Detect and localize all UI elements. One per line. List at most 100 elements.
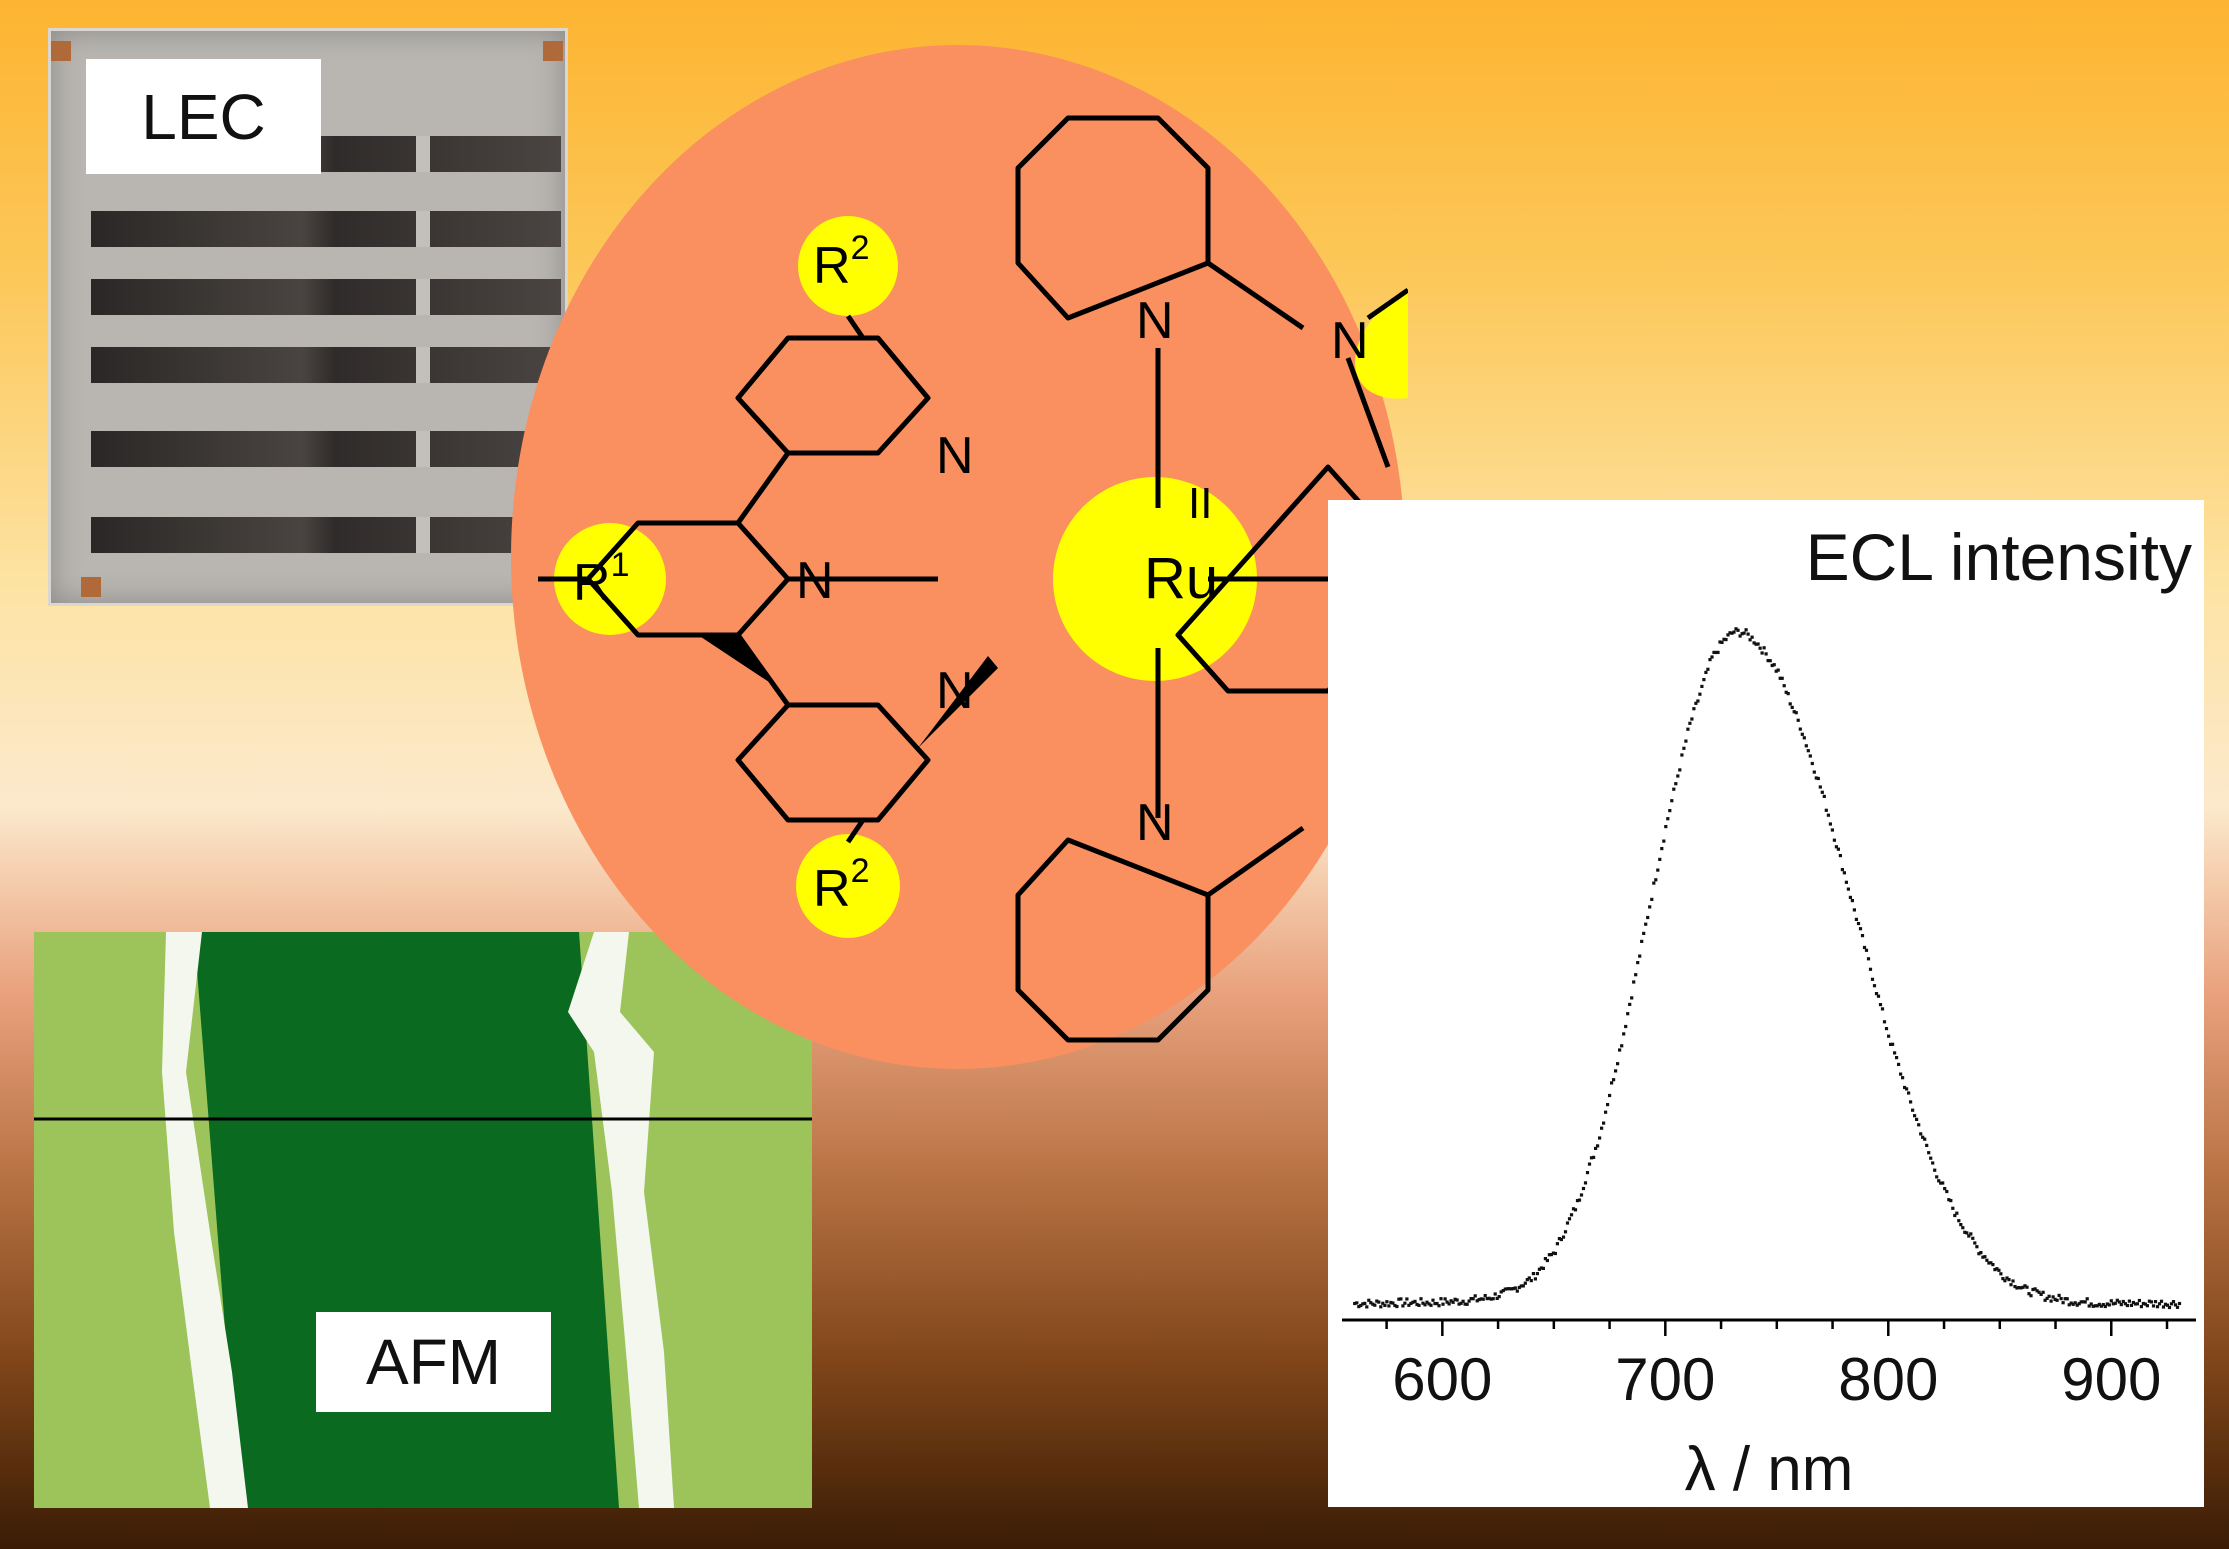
spectrum-point [1826, 813, 1830, 817]
afm-image: AFM [34, 932, 812, 1508]
spectrum-point [1957, 1219, 1961, 1223]
spectrum-point [2063, 1297, 2067, 1301]
spectrum-point [1577, 1198, 1582, 1202]
spectrum-point [1893, 1051, 1897, 1055]
spectrum-point [1702, 678, 1706, 682]
spectrum-point [1459, 1301, 1463, 1305]
spectrum-point [1375, 1299, 1379, 1303]
spectrum-point [1525, 1278, 1529, 1282]
spectrum-point [1937, 1179, 1941, 1183]
spectrum-point [1373, 1303, 1377, 1307]
spectrum-point [1880, 1007, 1885, 1011]
spectrum-point [2055, 1298, 2059, 1302]
spectrum-point [1640, 939, 1644, 943]
spectrum-point [1379, 1305, 1383, 1309]
spectrum-point [1608, 1093, 1612, 1098]
spectrum-point [2171, 1300, 2176, 1304]
spectrum-point [2045, 1296, 2049, 1300]
spectrum-point [2109, 1299, 2113, 1303]
spectrum-point [1517, 1285, 1521, 1290]
spectrum-point [1792, 710, 1796, 714]
afm-label: AFM [316, 1312, 551, 1412]
spectrum-point [1678, 768, 1682, 772]
spectrum-point [1770, 663, 1774, 668]
spectrum-point [1395, 1304, 1399, 1309]
spectrum-point [1543, 1257, 1547, 1261]
spectrum-point [1361, 1302, 1365, 1306]
spectrum-point [2153, 1300, 2158, 1304]
spectrum-point [1598, 1136, 1602, 1140]
spectrum-point [2033, 1287, 2037, 1291]
spectrum-point [2069, 1301, 2073, 1305]
spectrum-point [2041, 1290, 2045, 1294]
spectrum-point [1596, 1144, 1600, 1148]
x-tick-label: 900 [2061, 1346, 2161, 1413]
spectrum-point [1363, 1301, 1367, 1305]
spectrum-point [1600, 1126, 1604, 1130]
spectrum-point [1762, 646, 1766, 650]
spectrum-point [2145, 1304, 2149, 1308]
spectrum-point [1704, 670, 1708, 674]
spectrum-point [1387, 1304, 1391, 1308]
spectrum-point [1915, 1117, 1919, 1121]
spectrum-point [1397, 1297, 1401, 1301]
spectrum-point [1724, 638, 1728, 642]
spectrum-point [1943, 1187, 1947, 1191]
spectrum-point [1931, 1161, 1935, 1165]
spectrum-point [2039, 1292, 2043, 1296]
spectrum-point [1899, 1072, 1903, 1076]
spectrum-point [1481, 1297, 1485, 1301]
spectrum-point [1563, 1230, 1568, 1234]
spectrum-point [1531, 1272, 1535, 1276]
spectrum-point [1433, 1302, 1437, 1306]
spectrum-point [1887, 1034, 1891, 1038]
spectrum-point [1565, 1221, 1570, 1225]
spectrum-point [1674, 782, 1678, 786]
spectrum-point [1951, 1206, 1955, 1210]
spectrum-point [1798, 727, 1802, 731]
spectrum-point [1710, 655, 1714, 659]
lec-device-photo: LEC [48, 28, 568, 606]
spectrum-point [2073, 1301, 2077, 1305]
spectrum-point [2021, 1285, 2025, 1289]
spectrum-point [1909, 1100, 1913, 1104]
spectrum-point [1939, 1181, 1943, 1185]
spectrum-point [1834, 845, 1838, 849]
spectrum-point [1585, 1171, 1590, 1175]
spectrum-point [1854, 917, 1858, 921]
spectrum-point [1533, 1277, 1537, 1281]
spectrum-point [2047, 1294, 2051, 1298]
spectrum-point [1782, 684, 1786, 688]
spectrum-point [1802, 736, 1806, 740]
spectrum-point [1618, 1048, 1622, 1052]
spectrum-point [2107, 1303, 2111, 1307]
spectrum-point [1927, 1151, 1931, 1155]
spectrum-point [1919, 1132, 1923, 1136]
spectrum-point [2103, 1304, 2107, 1309]
spectrum-point [1921, 1135, 1925, 1139]
spectrum-point [1365, 1305, 1369, 1309]
spectrum-point [1427, 1302, 1431, 1306]
spectrum-point [2159, 1299, 2164, 1303]
spectrum-point [2113, 1301, 2117, 1305]
spectrum-point [1658, 857, 1662, 861]
spectrum-point [1979, 1251, 1983, 1255]
spectrum-point [1567, 1217, 1572, 1221]
ru-highlight [1053, 477, 1257, 681]
spectrum-point [2157, 1302, 2162, 1306]
spectrum-point [2129, 1303, 2133, 1307]
spectrum-point [1561, 1235, 1566, 1239]
complex-background-circle [511, 45, 1405, 1069]
spectrum-point [2005, 1276, 2009, 1280]
spectrum-point [1587, 1162, 1592, 1166]
spectrum-point [1646, 915, 1650, 920]
spectrum-point [1509, 1287, 1513, 1291]
spectrum-point [1756, 642, 1760, 646]
spectrum-point [1485, 1297, 1489, 1301]
spectrum-point [1905, 1087, 1909, 1091]
spectrum-point [1676, 774, 1680, 778]
spectrum-point [2025, 1285, 2029, 1289]
spectrum-point [1391, 1301, 1395, 1305]
spectrum-point [2151, 1304, 2156, 1308]
